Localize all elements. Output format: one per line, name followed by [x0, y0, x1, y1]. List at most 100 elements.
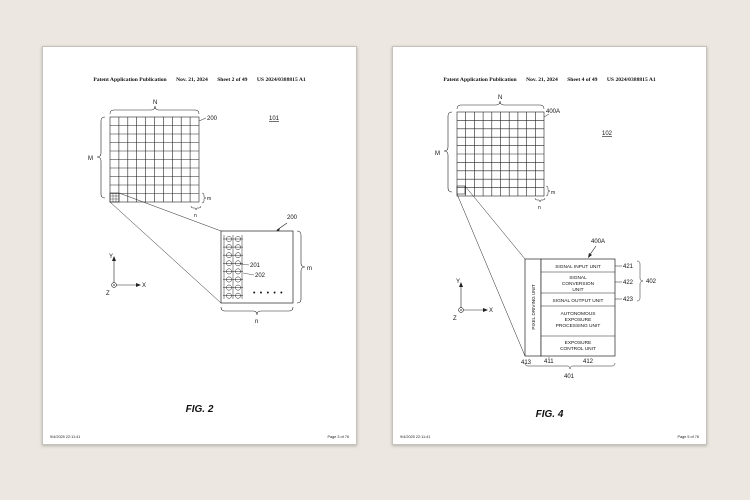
- leader-201: [239, 263, 250, 266]
- label-m-zoom: m: [307, 266, 312, 272]
- axis-x-label: X: [142, 283, 146, 289]
- brace-zoom-n: [220, 306, 294, 316]
- footer-timestamp: 9/4/2025 22:11:41: [50, 435, 81, 439]
- unit-autonomous-l3: PROCESSING UNIT: [556, 323, 601, 329]
- ref-200-zoom: 200: [287, 215, 298, 221]
- brace-zoom-m: [296, 230, 306, 304]
- brace-small-m: [201, 192, 207, 204]
- unit-autonomous-l2: EXPOSURE: [565, 317, 592, 323]
- header-sheet: Sheet 4 of 49: [567, 77, 598, 83]
- axis-y-arrow: [112, 256, 116, 261]
- brace-small-n: [190, 205, 202, 211]
- brace-n-top: [109, 105, 200, 115]
- ref-400A-array: 400A: [546, 109, 560, 115]
- ref-201: 201: [250, 263, 261, 269]
- unit-signal-conversion-l3: UNIT: [572, 287, 583, 293]
- selected-pixel-block: [109, 192, 120, 203]
- label-n-zoom: n: [255, 319, 258, 325]
- ref-413: 413: [521, 360, 532, 366]
- brace-m-left: [96, 116, 106, 199]
- header-sheet: Sheet 2 of 49: [217, 77, 248, 83]
- page-header: Patent Application Publication Nov. 21, …: [43, 77, 356, 83]
- label-n-small: n: [538, 205, 541, 211]
- unit-signal-conversion-l1: SIGNAL: [569, 275, 587, 281]
- header-publication: Patent Application Publication: [443, 77, 517, 83]
- leader-200: [198, 117, 207, 122]
- label-m-small: m: [551, 190, 555, 196]
- axis-y-arrow: [459, 282, 463, 287]
- label-m-small: m: [207, 196, 211, 202]
- axis-z-dot: [113, 284, 115, 286]
- figure-caption: FIG. 4: [535, 409, 564, 420]
- patent-page-sheet-2: Patent Application Publication Nov. 21, …: [42, 46, 357, 445]
- ref-102: 102: [602, 131, 613, 137]
- brace-402: [636, 260, 644, 302]
- ellipsis-dots: • • • • •: [253, 290, 284, 297]
- zoom-line-top: [118, 192, 222, 232]
- header-number: US 2024/0388815 A1: [256, 77, 306, 83]
- ref-412: 412: [583, 359, 594, 365]
- pixel-circuit-column: [223, 235, 243, 299]
- brace-401: [524, 362, 616, 370]
- leader-200-zoom: [276, 222, 288, 231]
- unit-signal-input: SIGNAL INPUT UNIT: [555, 264, 601, 270]
- footer-timestamp: 9/4/2025 22:11:41: [400, 435, 431, 439]
- unit-signal-output: SIGNAL OUTPUT UNIT: [553, 298, 604, 304]
- patent-page-sheet-4: Patent Application Publication Nov. 21, …: [392, 46, 707, 445]
- label-N: N: [153, 100, 157, 106]
- figure-2-drawing: N M 200 101 m n • • • • • 201 202: [88, 100, 312, 325]
- footer-page-number: Page 3 of 76: [327, 435, 349, 439]
- brace-m-left: [443, 111, 453, 193]
- header-number: US 2024/0388815 A1: [606, 77, 656, 83]
- figure-4-drawing: N M 400A 102 m n PIXEL DRIVING UNIT SIGN…: [435, 95, 657, 380]
- ref-411: 411: [544, 359, 554, 365]
- leader-400A: [543, 113, 550, 118]
- footer-page-number: Page 5 of 76: [677, 435, 699, 439]
- leader-202: [242, 272, 255, 276]
- label-M: M: [435, 151, 440, 157]
- brace-n-top: [456, 100, 545, 110]
- unit-stack: [540, 258, 616, 357]
- axis-y-label: Y: [456, 279, 460, 285]
- ref-200-array: 200: [207, 116, 218, 122]
- unit-exposure-l2: CONTROL UNIT: [560, 346, 596, 352]
- zoom-line-bottom: [456, 193, 526, 357]
- ref-421: 421: [623, 264, 634, 270]
- brace-small-m: [545, 185, 551, 197]
- axis-z-label: Z: [106, 291, 110, 297]
- header-date: Nov. 21, 2024: [526, 77, 558, 83]
- label-N: N: [498, 95, 502, 101]
- axis-x-arrow: [483, 308, 488, 312]
- selected-pixel-block: [456, 185, 466, 195]
- unit-exposure-l1: EXPOSURE: [565, 340, 592, 346]
- label-n-small: n: [194, 213, 197, 219]
- axis-y-label: Y: [109, 254, 113, 260]
- axis-z-dot: [460, 309, 462, 311]
- brace-small-n: [534, 197, 546, 203]
- axis-x-label: X: [489, 308, 493, 314]
- ref-101: 101: [269, 116, 280, 122]
- unit-signal-conversion-l2: CONVERSION: [562, 281, 595, 287]
- ref-402: 402: [646, 279, 657, 285]
- ref-202: 202: [255, 273, 266, 279]
- header-date: Nov. 21, 2024: [176, 77, 208, 83]
- header-publication: Patent Application Publication: [93, 77, 167, 83]
- axis-x-arrow: [136, 283, 141, 287]
- axis-z-label: Z: [453, 316, 457, 322]
- zoom-line-bottom: [109, 201, 222, 304]
- arrowhead-200: [276, 228, 280, 231]
- ref-423: 423: [623, 297, 634, 303]
- ref-401: 401: [564, 374, 575, 380]
- pixel-block-hatch: [110, 193, 119, 202]
- arrowhead-400A: [588, 253, 592, 258]
- pixel-array-grid: [456, 111, 545, 197]
- unit-autonomous-l1: AUTONOMOUS: [561, 311, 596, 317]
- page-header: Patent Application Publication Nov. 21, …: [393, 77, 706, 83]
- figure-caption: FIG. 2: [185, 404, 214, 415]
- pixel-driving-unit-label: PIXEL DRIVING UNIT: [531, 284, 536, 329]
- pixel-array-grid: [109, 116, 200, 203]
- zoom-line-top: [464, 185, 526, 260]
- label-M: M: [88, 156, 93, 162]
- ref-422: 422: [623, 280, 634, 286]
